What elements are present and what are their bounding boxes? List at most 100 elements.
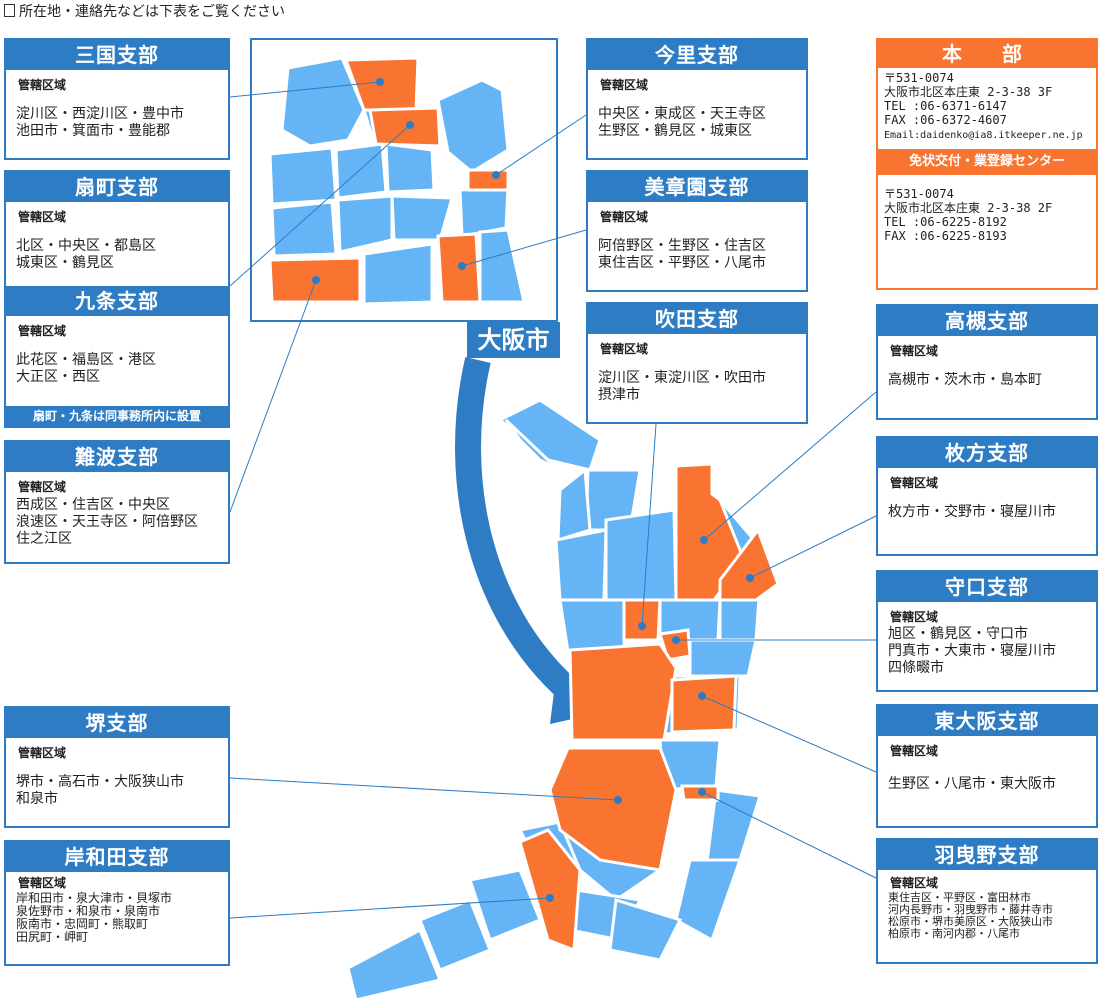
area-list: 旭区・鶴見区・守口市 門真市・大東市・寝屋川市 四條畷市 <box>888 626 1056 676</box>
city-ward <box>436 78 510 174</box>
headquarters-box: 本 部 〒531-0074 大阪市北区本庄東 2-3-38 3F TEL :06… <box>876 38 1098 290</box>
region-sennan-coast-2 <box>418 898 492 972</box>
hq-address-text: 〒531-0074 大阪市北区本庄東 2-3-38 3F TEL :06-637… <box>884 71 1053 127</box>
area-label: 管轄区域 <box>18 78 67 92</box>
branch-title: 羽曳野支部 <box>878 840 1096 870</box>
region-tondabayashi <box>674 858 743 943</box>
branch-title: 高槻支部 <box>878 306 1096 336</box>
region-takatsuki-highlight <box>674 462 746 602</box>
leader-sakai <box>229 777 619 801</box>
dot-kishiwada <box>546 894 554 902</box>
note-square-icon <box>4 4 15 17</box>
area-label: 管轄区域 <box>18 746 67 760</box>
leader-imazato <box>495 114 587 176</box>
branch-habikino: 羽曳野支部 管轄区域 東住吉区・平野区・富田林市 河内長野市・羽曳野市・藤井寺市… <box>876 838 1098 964</box>
branch-title: 東大阪支部 <box>878 706 1096 736</box>
branch-bishoen: 美章園支部 管轄区域 阿倍野区・生野区・住吉区 東住吉区・平野区・八尾市 <box>586 170 808 292</box>
branch-namba: 難波支部 管轄区域 西成区・住吉区・中央区 浪速区・天王寺区・阿倍野区 住之江区 <box>4 440 230 564</box>
branch-title: 堺支部 <box>6 708 228 738</box>
leader-suita <box>641 423 657 627</box>
shared-office-note: 扇町・九条は同事務所内に設置 <box>6 406 228 426</box>
branch-ogimachi-kujo: 扇町支部 管轄区域 北区・中央区・都島区 城東区・鶴見区 九条支部 管轄区域 此… <box>4 170 230 428</box>
leader-bishoen <box>461 229 587 267</box>
branch-takatsuki: 高槻支部 管轄区域 高槻市・茨木市・島本町 <box>876 304 1098 420</box>
dot-ogimachi <box>406 121 414 129</box>
branch-mikuni: 三国支部 管轄区域 淀川区・西淀川区・豊中市 池田市・箕面市・豊能郡 <box>4 38 230 160</box>
city-label-osaka: 大阪市 <box>467 322 560 358</box>
leader-takatsuki <box>703 391 877 541</box>
branch-title: 枚方支部 <box>878 438 1096 468</box>
hq-email: Email:daidenko@ia8.itkeeper.ne.jp <box>884 130 1083 141</box>
leader-kishiwada <box>229 897 551 919</box>
dot-suita <box>638 622 646 630</box>
prefecture-highlight-regions <box>518 462 780 953</box>
area-list: 生野区・八尾市・東大阪市 <box>888 776 1056 792</box>
area-list: 西成区・住吉区・中央区 浪速区・天王寺区・阿倍野区 住之江区 <box>16 497 198 547</box>
branch-imazato: 今里支部 管轄区域 中央区・東成区・天王寺区 生野区・鶴見区・城東区 <box>586 38 808 160</box>
region-kawachinagano <box>608 898 683 962</box>
dot-namba <box>312 276 320 284</box>
leader-namba <box>229 279 317 513</box>
region-misaki <box>346 927 443 1002</box>
region-higashiosaka-highlight <box>670 674 738 734</box>
note-text: 所在地・連絡先などは下表をご覧ください <box>19 4 285 20</box>
region-suita-west <box>554 528 608 602</box>
dot-takatsuki <box>700 536 708 544</box>
branch-suita: 吹田支部 管轄区域 淀川区・東淀川区・吹田市 摂津市 <box>586 302 808 424</box>
area-label: 管轄区域 <box>600 78 649 92</box>
region-daito <box>688 638 758 678</box>
branch-title: 九条支部 <box>6 286 228 316</box>
dot-bishoen <box>458 262 466 270</box>
area-list: 枚方市・交野市・寝屋川市 <box>888 504 1056 520</box>
area-label: 管轄区域 <box>18 876 67 890</box>
area-list: 此花区・福島区・港区 大正区・西区 <box>16 352 156 385</box>
area-list: 中央区・東成区・天王寺区 生野区・鶴見区・城東区 <box>598 106 766 139</box>
branch-title: 扇町支部 <box>6 172 228 202</box>
area-label: 管轄区域 <box>18 210 67 224</box>
dot-mikuni <box>376 78 384 86</box>
region-habikino <box>704 788 762 873</box>
headquarters-address: 〒531-0074 大阪市北区本庄東 2-3-38 3F TEL :06-637… <box>884 71 1096 143</box>
branch-hirakata: 枚方支部 管轄区域 枚方市・交野市・寝屋川市 <box>876 436 1098 556</box>
area-list: 阿倍野区・生野区・住吉区 東住吉区・平野区・八尾市 <box>598 238 766 271</box>
city-ward <box>336 194 394 254</box>
dot-sakai <box>614 796 622 804</box>
area-list: 高槻市・茨木市・島本町 <box>888 372 1042 388</box>
region-kishiwada-highlight <box>518 828 582 953</box>
dot-imazato <box>492 171 500 179</box>
city-ward <box>270 200 338 258</box>
city-ward-ogimachi <box>368 106 442 148</box>
area-label: 管轄区域 <box>600 210 649 224</box>
branch-title: 難波支部 <box>6 442 228 472</box>
area-list: 堺市・高石市・大阪狭山市 和泉市 <box>16 774 184 807</box>
leader-habikino <box>701 791 877 879</box>
area-label: 管轄区域 <box>890 876 939 890</box>
leader-hirakata <box>749 515 877 579</box>
branch-title: 今里支部 <box>588 40 806 70</box>
dot-hirakata <box>746 574 754 582</box>
region-sakai-highlight <box>548 746 678 872</box>
branch-higashiosaka: 東大阪支部 管轄区域 生野区・八尾市・東大阪市 <box>876 704 1098 828</box>
region-north-central <box>558 598 628 654</box>
dot-moriguchi <box>672 636 680 644</box>
area-list: 北区・中央区・都島区 城東区・鶴見区 <box>16 238 156 271</box>
region-minoh <box>556 467 592 543</box>
branch-kishiwada: 岸和田支部 管轄区域 岸和田市・泉大津市・貝塚市 泉佐野市・和泉市・泉南市 阪南… <box>4 840 230 966</box>
region-osaka-city-highlight <box>568 642 678 742</box>
instruction-note: 所在地・連絡先などは下表をご覧ください <box>4 4 285 20</box>
license-center-address: 〒531-0074 大阪市北区本庄東 2-3-38 2F TEL :06-622… <box>884 187 1053 243</box>
area-list: 岸和田市・泉大津市・貝塚市 泉佐野市・和泉市・泉南市 阪南市・忠岡町・熊取町 田… <box>16 891 173 944</box>
branch-sakai: 堺支部 管轄区域 堺市・高石市・大阪狭山市 和泉市 <box>4 706 230 828</box>
area-label: 管轄区域 <box>890 610 939 624</box>
leader-mikuni <box>229 81 381 98</box>
license-center-title: 免状交付・業登録センター <box>878 149 1096 175</box>
area-list: 淀川区・東淀川区・吹田市 摂津市 <box>598 370 766 403</box>
area-list: 東住吉区・平野区・富田林市 河内長野市・羽曳野市・藤井寺市 松原市・堺市美原区・… <box>888 891 1053 940</box>
branch-title: 岸和田支部 <box>6 842 228 872</box>
leader-ogimachi <box>229 124 411 287</box>
leader-dots <box>312 78 754 902</box>
area-label: 管轄区域 <box>18 480 67 494</box>
dot-higashiosaka <box>698 692 706 700</box>
area-label: 管轄区域 <box>18 324 67 338</box>
